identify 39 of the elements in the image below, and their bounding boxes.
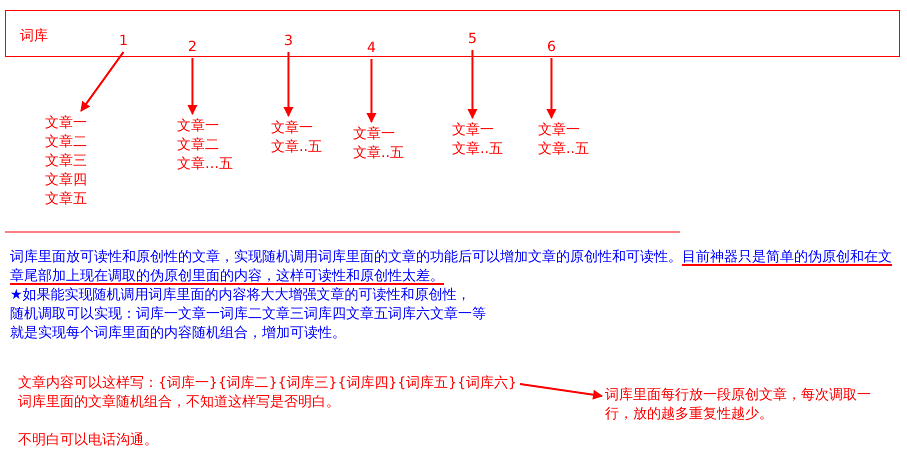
paragraph-line: 随机调取可以实现：词库一文章一词库二文章三词库四文章五词库六文章一等 <box>10 305 487 324</box>
arrow <box>187 58 198 115</box>
article-item: 文章一 <box>271 119 314 138</box>
article-item: 文章四 <box>45 171 87 190</box>
box-title: 词库 <box>20 27 48 45</box>
note-text: 文章内容可以这样写：{词库一}{词库二}{词库三}{词库四}{词库五}{词库六} <box>18 374 517 393</box>
arrow <box>366 59 376 123</box>
arrow <box>80 51 124 112</box>
note-text: 词库里面的文章随机组合，不知道这样写是否明白。 <box>18 393 341 412</box>
arrow <box>520 383 603 400</box>
note-text: 不明白可以电话沟通。 <box>18 431 158 450</box>
article-item: 文章..五 <box>538 140 589 159</box>
article-item: 文章一 <box>45 114 87 133</box>
article-item: 文章…五 <box>177 155 233 174</box>
article-item: 文章一 <box>177 117 220 136</box>
article-item: 文章..五 <box>271 138 322 157</box>
article-item: 文章三 <box>45 152 87 171</box>
article-item: 文章一 <box>452 121 495 140</box>
arrow <box>546 58 556 119</box>
callout-number: 2 <box>188 38 197 57</box>
note-text: 词库里面每行放一段原创文章，每次调取一行，放的越多重复性越少。 <box>605 386 872 424</box>
callout-number: 4 <box>367 39 376 58</box>
paragraph-line: 就是实现每个词库里面的内容随机组合，增加可读性。 <box>10 324 347 343</box>
article-item: 文章一 <box>538 121 581 140</box>
callout-number: 3 <box>284 32 293 51</box>
paragraph-line: ★如果能实现随机调用词库里面的内容将大大增强文章的可读性和原创性， <box>10 286 472 305</box>
article-item: 文章五 <box>45 190 87 209</box>
article-item: 文章一 <box>353 125 396 144</box>
callout-number: 5 <box>468 30 477 49</box>
callout-number: 6 <box>547 38 556 57</box>
callout-number: 1 <box>119 32 128 51</box>
word-bank-box <box>5 10 900 57</box>
paragraph: 词库里面放可读性和原创性的文章，实现随机调用词库里面的文章的功能后可以增加文章的原创性和可读性。目前神器只是简单的伪原创和在文章尾部加上现在调取的伪原创里面的内容，这样可读性和原创性太差。 <box>10 248 893 286</box>
article-item: 文章二 <box>45 133 87 152</box>
arrow <box>467 50 478 119</box>
article-item: 文章..五 <box>452 140 503 159</box>
article-item: 文章二 <box>177 136 220 155</box>
arrow <box>283 52 294 117</box>
article-item: 文章..五 <box>353 144 404 163</box>
